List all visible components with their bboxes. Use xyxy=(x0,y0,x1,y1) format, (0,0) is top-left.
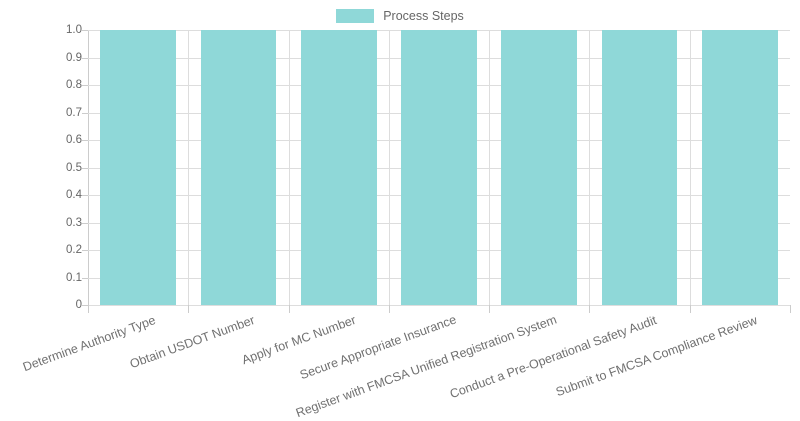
x-axis-tick-mark xyxy=(690,305,691,313)
plot-area xyxy=(88,30,790,306)
y-axis-tick-label: 0.4 xyxy=(66,189,82,201)
legend-item-process-steps[interactable]: Process Steps xyxy=(336,9,464,23)
y-axis-tick-label: 0.1 xyxy=(66,271,82,284)
bar[interactable] xyxy=(300,30,377,305)
y-axis-tick-mark xyxy=(82,112,88,114)
x-axis-tick-mark xyxy=(589,305,590,313)
y-axis-tick-label: 0.6 xyxy=(66,134,82,146)
legend-item-label: Process Steps xyxy=(383,9,464,23)
bar[interactable] xyxy=(100,30,176,305)
y-axis-labels: 1.0 0.9 0.8 0.7 0.6 0.5 0.4 0.3 0.2 0.1 0 xyxy=(0,0,88,400)
x-axis-tick-mark xyxy=(289,305,290,313)
y-axis-tick-mark xyxy=(82,277,88,279)
bar-series-process-steps xyxy=(88,30,790,305)
x-axis-line xyxy=(88,305,791,306)
y-axis-tick-mark xyxy=(82,30,88,31)
y-axis-tick-mark xyxy=(82,195,88,196)
x-axis-tick-mark xyxy=(489,305,490,313)
y-axis-tick-label: 1.0 xyxy=(66,24,82,36)
y-axis-tick-mark xyxy=(82,250,88,251)
bar[interactable] xyxy=(401,30,477,305)
y-axis-tick-label: 0 xyxy=(75,299,82,311)
bar[interactable] xyxy=(200,30,277,305)
y-axis-tick-label: 0.7 xyxy=(66,106,82,119)
y-axis-tick-label: 0.9 xyxy=(66,51,82,64)
legend-color-swatch-icon xyxy=(336,9,375,23)
x-axis-tick-mark xyxy=(790,305,791,313)
bar[interactable] xyxy=(701,30,778,305)
y-axis-tick-mark xyxy=(82,57,88,59)
chart-legend: Process Steps xyxy=(0,7,800,25)
bar[interactable] xyxy=(501,30,578,305)
y-axis-tick-label: 0.8 xyxy=(66,79,82,91)
y-axis-tick-label: 0.2 xyxy=(66,244,82,256)
y-axis-tick-mark xyxy=(82,222,88,224)
y-axis-tick-mark xyxy=(82,140,88,141)
y-axis-tick-label: 0.3 xyxy=(66,216,82,229)
x-axis-tick-mark xyxy=(188,305,189,313)
x-axis-tick-mark xyxy=(88,305,89,313)
bar[interactable] xyxy=(601,30,678,305)
y-axis-tick-mark xyxy=(82,305,88,306)
y-axis-tick-mark xyxy=(82,85,88,86)
y-axis-tick-mark xyxy=(82,167,88,169)
x-axis-tick-mark xyxy=(389,305,390,313)
y-axis-tick-label: 0.5 xyxy=(66,161,82,174)
